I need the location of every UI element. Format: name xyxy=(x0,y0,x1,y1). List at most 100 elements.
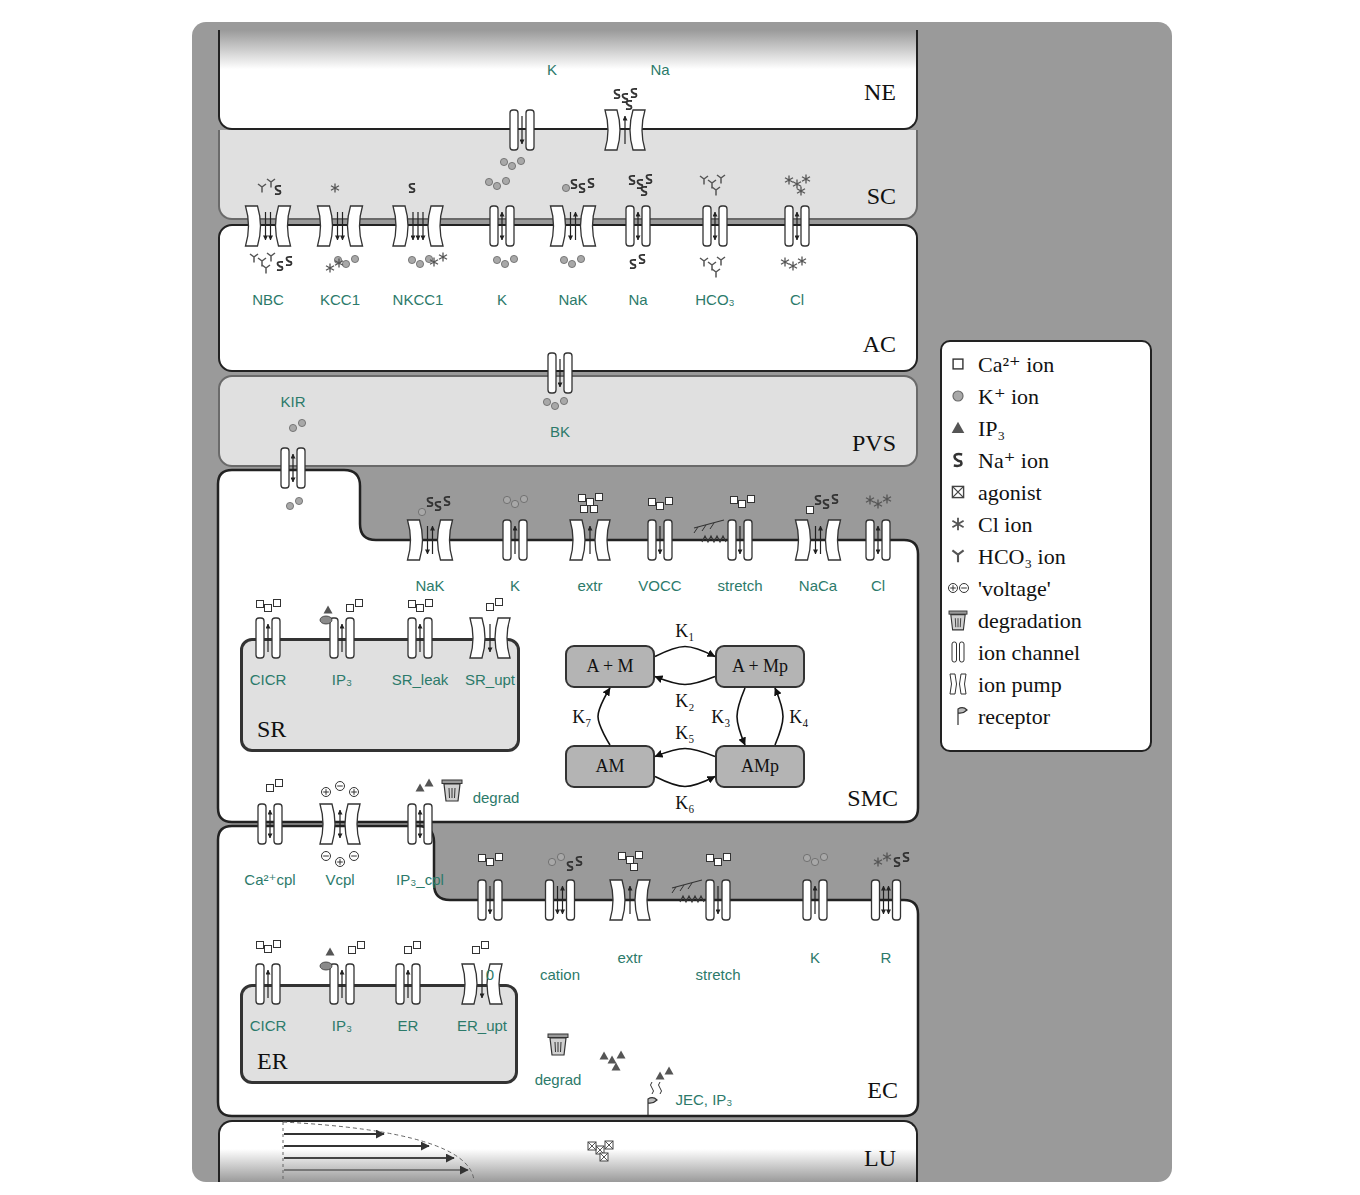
drawing-part xyxy=(517,157,524,164)
ion-cl xyxy=(335,259,343,268)
drawing-part xyxy=(267,253,275,262)
drawing-part xyxy=(714,212,715,240)
label-holder: K xyxy=(810,949,820,967)
drawing-part xyxy=(493,256,500,263)
channel-label: NKCC1 xyxy=(393,291,444,309)
text-holder: NE xyxy=(864,78,896,106)
label-holder: Cl xyxy=(871,577,885,595)
ion-k xyxy=(551,402,558,409)
drawing-part xyxy=(591,506,598,513)
drawing-part xyxy=(272,618,280,658)
ion-channel xyxy=(320,962,354,1004)
ion-na xyxy=(630,260,636,268)
ion-ip3 xyxy=(612,1063,621,1071)
drawing-part xyxy=(351,856,357,857)
drawing-part xyxy=(550,1038,566,1055)
drawing-part xyxy=(428,206,443,246)
drawing-part xyxy=(596,1146,604,1154)
ion-ip3 xyxy=(425,779,434,787)
drawing-part xyxy=(422,212,423,240)
drawing-part xyxy=(624,116,625,144)
label-holder: Vcpl xyxy=(325,871,354,889)
drawing-part xyxy=(605,1141,613,1149)
ion-na xyxy=(903,853,909,861)
drawing-part xyxy=(257,942,264,949)
drawing-part xyxy=(883,853,891,862)
label-holder: K₅ xyxy=(673,723,696,743)
channel-label: ER_upt xyxy=(457,1017,507,1035)
legend-row: receptor xyxy=(978,704,1050,730)
drawing-part xyxy=(442,780,462,784)
ion-hco3 xyxy=(952,550,963,562)
drawing-part xyxy=(470,618,485,658)
drawing-part xyxy=(493,182,500,189)
label-holder: CICR xyxy=(250,1017,287,1035)
drawing-part xyxy=(551,206,566,246)
drawing-part xyxy=(356,600,363,607)
legend-channel xyxy=(952,642,964,662)
legend-text: IP₃ xyxy=(978,416,1005,441)
ion-na xyxy=(894,858,900,866)
drawing-part xyxy=(502,177,509,184)
drawing-part xyxy=(717,257,725,266)
drawing-part xyxy=(657,503,664,510)
voltage-sign xyxy=(322,852,331,861)
drawing-part xyxy=(418,508,425,515)
channel-label: Ca²⁺cpl xyxy=(244,871,295,889)
ion-k xyxy=(485,178,492,185)
drawing-part xyxy=(588,1142,596,1150)
ion-na xyxy=(444,497,450,505)
ion-pump xyxy=(605,110,645,150)
ion-pump xyxy=(320,804,360,844)
label-holder: Ca²⁺cpl xyxy=(244,871,295,889)
drawing-part xyxy=(588,179,594,187)
ion-ag xyxy=(588,1142,596,1150)
ion-cl xyxy=(798,257,806,266)
drawing-part xyxy=(562,886,563,914)
drawing-part xyxy=(408,804,416,844)
drawing-part xyxy=(473,947,480,954)
compartment-name: SMC xyxy=(847,784,898,812)
drawing-part xyxy=(630,110,645,150)
drawing-part xyxy=(257,601,264,608)
drawing-part xyxy=(318,206,333,246)
ion-k xyxy=(286,502,293,509)
ion-ca xyxy=(358,942,365,949)
drawing-part xyxy=(605,110,620,150)
ion-na xyxy=(579,184,585,192)
ion-ca xyxy=(487,859,494,866)
ion-ca xyxy=(631,864,638,871)
drawing-part xyxy=(785,206,793,246)
ion-na xyxy=(954,454,962,466)
drawing-part xyxy=(270,212,271,240)
rate-constant: K₁ xyxy=(673,621,696,641)
ion-na xyxy=(571,180,577,188)
ion-hco3 xyxy=(258,258,266,267)
label-holder: extr xyxy=(577,577,602,595)
label-holder: K₁ xyxy=(673,621,696,641)
legend-row: Ca²⁺ ion xyxy=(978,352,1054,378)
ion-na xyxy=(646,175,652,183)
drawing-part xyxy=(832,495,838,503)
ion-k xyxy=(493,256,500,263)
drawing-part xyxy=(346,618,354,658)
drawing-part xyxy=(489,624,490,652)
drawing-part xyxy=(903,853,909,861)
ion-na xyxy=(427,498,433,506)
drawing-part xyxy=(414,942,421,949)
label-holder: ER_upt xyxy=(457,1017,507,1035)
drawing-part xyxy=(405,947,412,954)
legend-text: Ca²⁺ ion xyxy=(978,352,1054,377)
drawing-part xyxy=(481,970,482,998)
label-holder: NBC xyxy=(252,291,284,309)
drawing-part xyxy=(519,520,527,560)
drawing-part xyxy=(595,520,610,560)
channel-label: KIR xyxy=(280,393,305,411)
drawing-part xyxy=(350,852,359,861)
drawing-part xyxy=(503,496,510,503)
ion-k xyxy=(298,419,305,426)
drawing-part xyxy=(435,502,441,510)
drawing-part xyxy=(744,520,752,560)
